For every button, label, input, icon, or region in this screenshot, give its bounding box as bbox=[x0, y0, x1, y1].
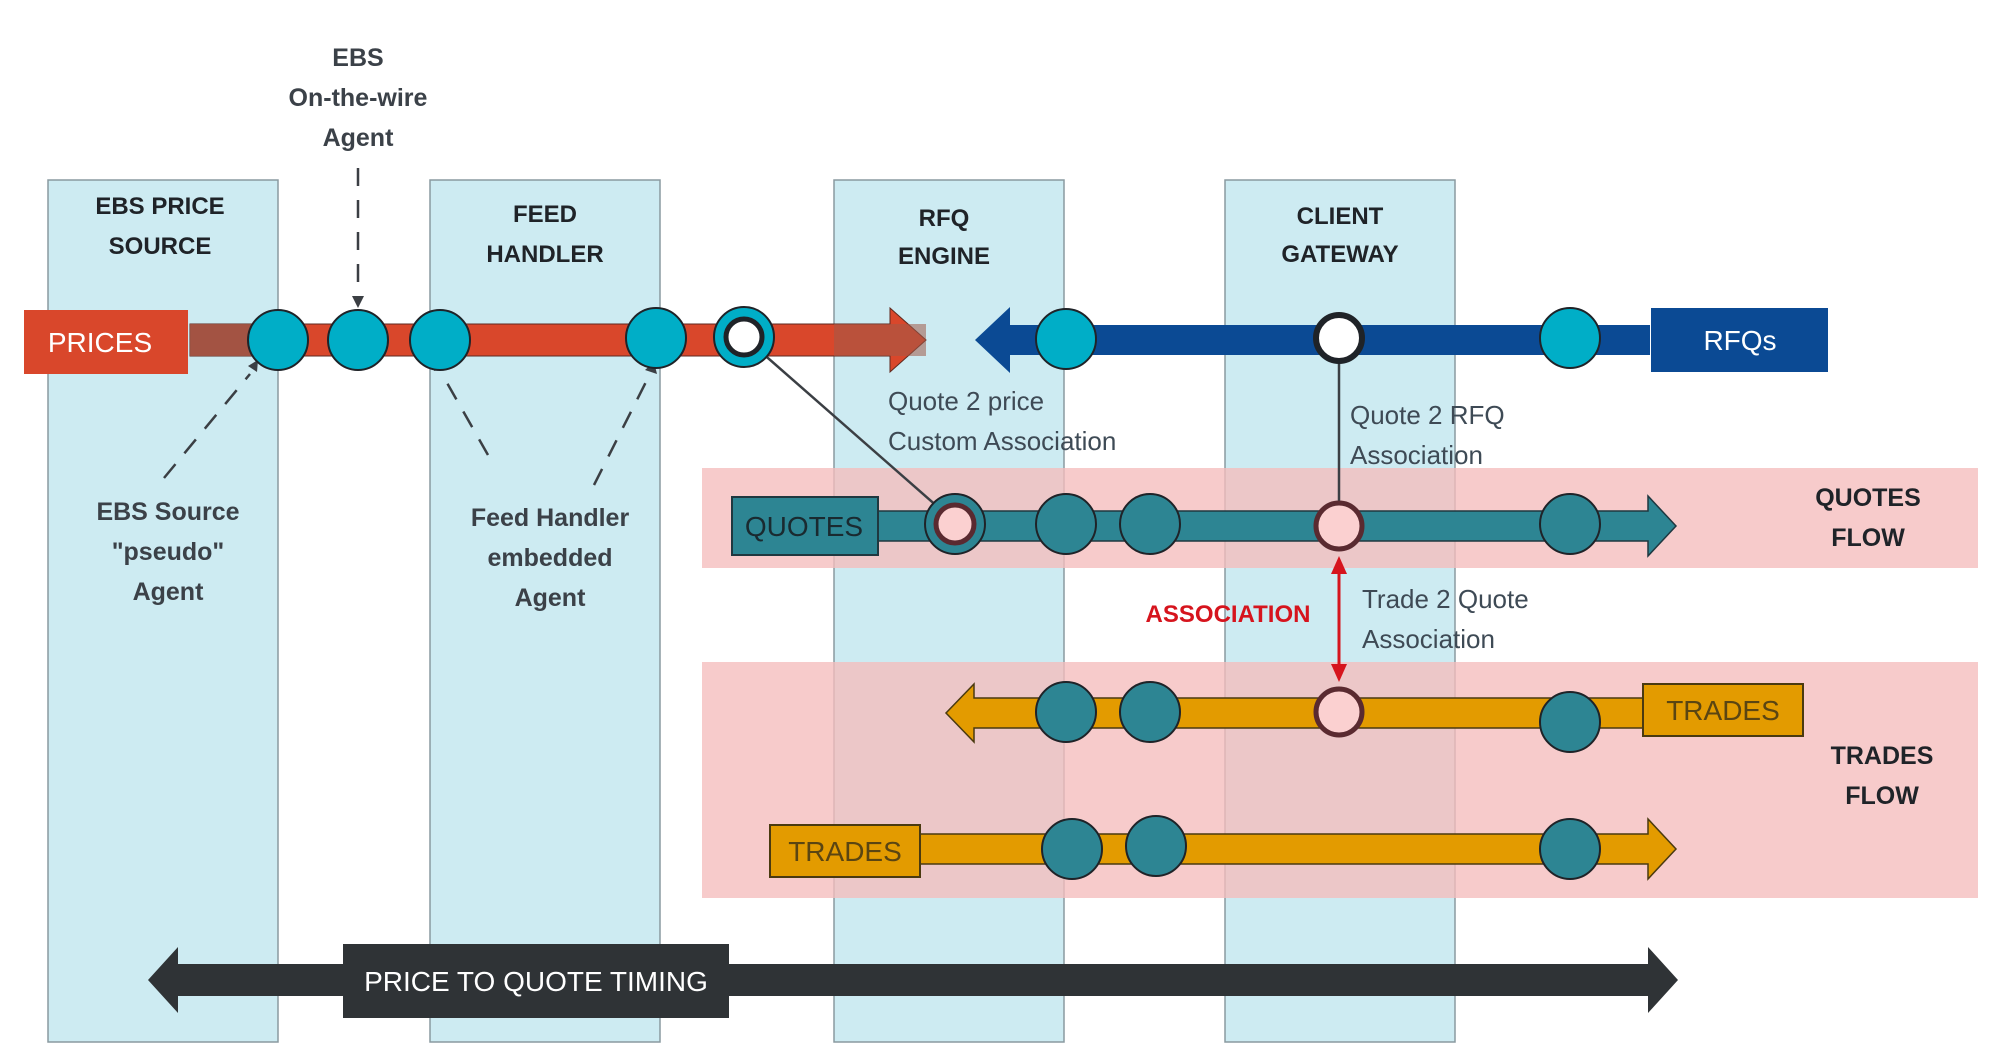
rfq-engine-quote-node[interactable] bbox=[1035, 493, 1097, 555]
rfqs-label-box bbox=[1651, 308, 1828, 372]
column-title-client-2: GATEWAY bbox=[1281, 241, 1398, 268]
pseudo-agent-label-2: "pseudo" bbox=[112, 538, 225, 566]
on-wire-pointer-head bbox=[352, 296, 364, 308]
column-rfq-engine bbox=[833, 179, 1065, 1043]
agent-pointers bbox=[163, 168, 652, 486]
on-wire-agent-label-1: EBS bbox=[332, 44, 383, 72]
embedded-pointer-left bbox=[440, 373, 490, 456]
pseudo-agent-label-1: EBS Source bbox=[96, 498, 239, 526]
trades-out-nodes bbox=[1041, 815, 1601, 880]
trades-in-source-node[interactable] bbox=[1539, 691, 1601, 753]
quote-rfq-annotation-1: Quote 2 RFQ bbox=[1350, 400, 1505, 430]
column-title-feed-2: HANDLER bbox=[486, 241, 603, 268]
column-ebs-price-source bbox=[47, 179, 279, 1043]
column-title-ebs-1: EBS PRICE bbox=[95, 193, 224, 220]
trades-out-rfq-node[interactable] bbox=[1041, 818, 1103, 880]
trade-quote-annotation-2: Association bbox=[1362, 624, 1495, 654]
quote-price-annotation-2: Custom Association bbox=[888, 426, 1116, 456]
column-title-rfq-2: ENGINE bbox=[898, 243, 990, 270]
trades-in-flow: TRADES bbox=[944, 682, 1804, 744]
trade-quote-annotation-1: Trade 2 Quote bbox=[1362, 584, 1529, 614]
quotes-flow-label-2: FLOW bbox=[1831, 524, 1905, 552]
column-title-feed-1: FEED bbox=[513, 201, 577, 228]
timing-label-box bbox=[343, 944, 729, 1018]
rfqs-label: RFQs bbox=[1703, 325, 1776, 356]
trades-out-label-box bbox=[769, 824, 921, 878]
on-wire-agent-label-3: Agent bbox=[323, 124, 395, 152]
trades-out-flow: TRADES bbox=[769, 817, 1678, 881]
feed-handler-out-node[interactable] bbox=[625, 307, 687, 369]
quote-price-annotation-1: Quote 2 price bbox=[888, 386, 1044, 416]
embedded-agent-label-3: Agent bbox=[515, 584, 587, 612]
prices-label: PRICES bbox=[48, 327, 152, 358]
trades-flow-label-1: TRADES bbox=[1831, 742, 1934, 770]
timing-label: PRICE TO QUOTE TIMING bbox=[364, 966, 708, 997]
trades-flow-label-2: FLOW bbox=[1845, 782, 1919, 810]
quote-price-connector bbox=[743, 336, 956, 523]
quote-rfq-annotation-2: Association bbox=[1350, 440, 1483, 470]
quote-price-association-node[interactable] bbox=[924, 493, 986, 555]
trades-in-arrow bbox=[944, 682, 1646, 744]
column-title-client-1: CLIENT bbox=[1297, 203, 1384, 230]
price-association-node[interactable] bbox=[713, 306, 775, 368]
on-wire-agent-label-2: On-the-wire bbox=[289, 84, 428, 112]
prices-nodes bbox=[247, 307, 687, 371]
rfq-association-node[interactable] bbox=[1313, 312, 1365, 364]
quotes-nodes bbox=[1035, 493, 1601, 555]
rfq-nodes bbox=[1035, 307, 1601, 370]
trades-out-downstream-node[interactable] bbox=[1539, 818, 1601, 880]
trades-out-label: TRADES bbox=[788, 836, 902, 867]
trade-association-node[interactable] bbox=[1313, 686, 1365, 738]
trades-in-rfq-node-2[interactable] bbox=[1119, 681, 1181, 743]
column-title-rfq-1: RFQ bbox=[919, 205, 970, 232]
timing-flow: PRICE TO QUOTE TIMING bbox=[148, 944, 1678, 1018]
rfq-engine-rfq-node[interactable] bbox=[1035, 308, 1097, 370]
prices-arrow-rfq-shade bbox=[834, 324, 926, 356]
prices-label-box bbox=[24, 310, 188, 374]
embedded-pointer-right bbox=[592, 373, 652, 486]
quotes-flow-label-1: QUOTES bbox=[1815, 484, 1921, 512]
trades-in-label-box bbox=[1642, 683, 1804, 737]
pseudo-pointer-head bbox=[248, 360, 258, 372]
quotes-downstream-node[interactable] bbox=[1539, 493, 1601, 555]
rfq-flow: RFQs bbox=[975, 307, 1828, 373]
trades-in-rfq-node[interactable] bbox=[1035, 681, 1097, 743]
trades-in-label: TRADES bbox=[1666, 695, 1780, 726]
quotes-label-box bbox=[731, 496, 879, 556]
pseudo-agent-label-3: Agent bbox=[133, 578, 205, 606]
rfq-arrow bbox=[975, 307, 1650, 373]
rfq-engine-quote-node-2[interactable] bbox=[1119, 493, 1181, 555]
on-wire-node[interactable] bbox=[327, 309, 389, 371]
trade-quote-association-arrow bbox=[1331, 556, 1347, 682]
ebs-source-node[interactable] bbox=[247, 309, 309, 371]
trades-out-rfq-node-2[interactable] bbox=[1125, 815, 1187, 877]
quote-trade-association-node[interactable] bbox=[1313, 500, 1365, 552]
trades-out-arrow bbox=[917, 817, 1678, 881]
column-title-ebs-2: SOURCE bbox=[109, 233, 212, 260]
rfq-source-node[interactable] bbox=[1539, 307, 1601, 369]
association-label: ASSOCIATION bbox=[1146, 601, 1311, 628]
embedded-agent-label-1: Feed Handler bbox=[471, 504, 630, 532]
trades-in-nodes bbox=[1035, 681, 1601, 753]
feed-handler-in-node[interactable] bbox=[409, 309, 471, 371]
quotes-label: QUOTES bbox=[745, 511, 863, 542]
embedded-agent-label-2: embedded bbox=[487, 544, 612, 572]
pseudo-pointer bbox=[163, 373, 251, 479]
timing-arrow bbox=[148, 947, 1678, 1013]
